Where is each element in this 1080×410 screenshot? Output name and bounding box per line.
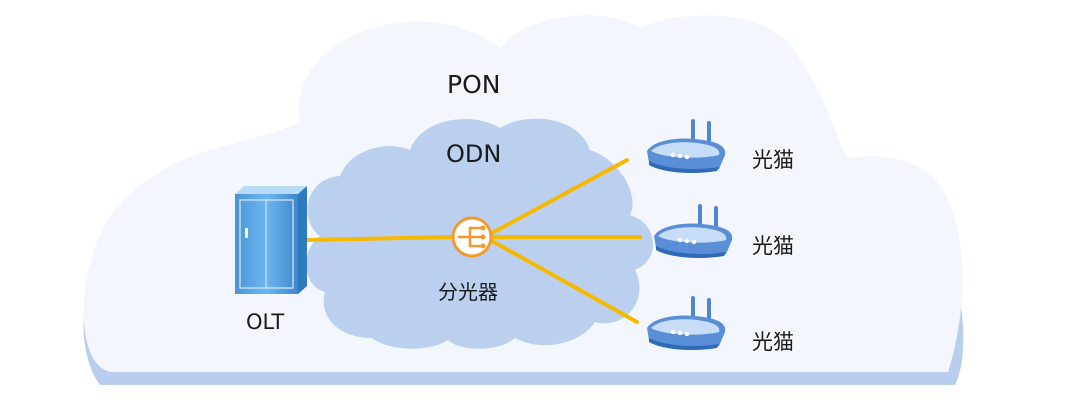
router-with-antennas-icon (647, 119, 726, 173)
modem-label: 光猫 (752, 148, 794, 172)
modem-label: 光猫 (752, 234, 794, 258)
odn-label: ODN (446, 140, 502, 168)
pon-label: PON (447, 70, 501, 99)
router-with-antennas-icon (647, 296, 726, 350)
modem-label: 光猫 (752, 330, 794, 354)
fiber-olt-to-splitter (304, 235, 454, 242)
fiber-splitter-to-modem-3 (490, 239, 639, 324)
fiber-splitter-to-modem-1 (490, 158, 629, 235)
fiber-lines (304, 158, 642, 324)
optical-splitter-icon (451, 216, 493, 258)
olt-label: OLT (246, 310, 285, 334)
router-with-antennas-icon (654, 204, 733, 258)
splitter-label: 分光器 (438, 280, 498, 304)
olt-rack-icon (235, 186, 307, 294)
